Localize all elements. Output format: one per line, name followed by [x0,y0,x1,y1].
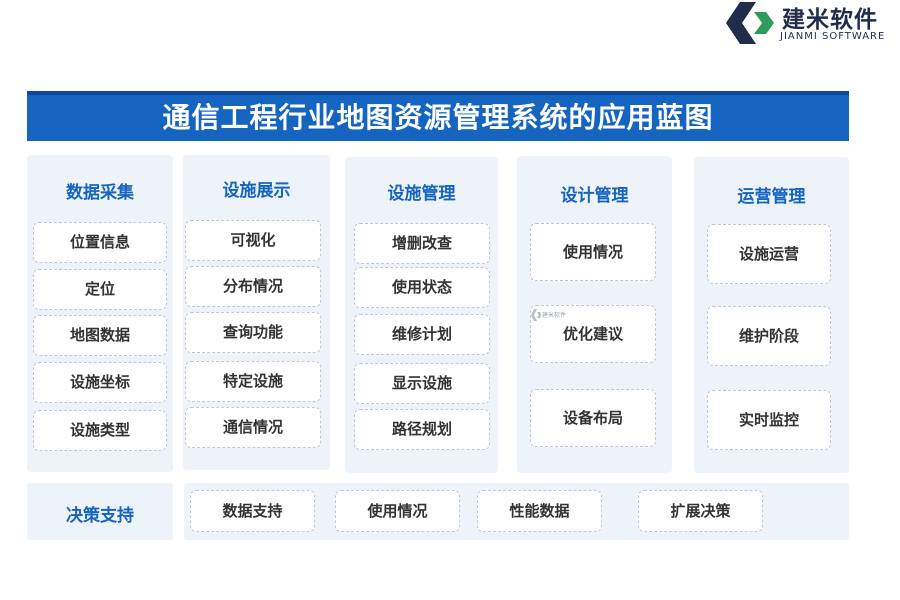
column-facility-management: 设施管理 增删改查 使用状态 维修计划 显示设施 路径规划 [345,157,498,473]
item-facility-coordinates: 设施坐标 [33,362,167,403]
column-title: 设施展示 [222,181,291,201]
decision-item-extended-decision: 扩展决策 [638,490,763,532]
item-display-facility: 显示设施 [354,363,490,404]
brand-name-cn: 建米软件 [782,7,878,33]
item-realtime-monitoring: 实时监控 [707,390,831,450]
item-query-function: 查询功能 [185,312,321,353]
item-location-info: 位置信息 [33,222,167,263]
watermark-logo-icon [531,309,541,321]
item-usage-status: 使用状态 [354,267,490,308]
item-map-data: 地图数据 [33,315,167,356]
item-specific-facility: 特定设施 [185,361,321,402]
brand-logo: 建米软件 JIANMI SOFTWARE [722,0,900,48]
column-title: 设施管理 [387,184,456,204]
jianmi-logo-icon [726,2,774,44]
item-maintenance-stage: 维护阶段 [707,306,831,366]
column-title: 设计管理 [560,186,629,206]
decision-item-data-support: 数据支持 [190,490,315,532]
decision-item-usage: 使用情况 [335,490,460,532]
column-title: 运营管理 [737,187,806,207]
item-facility-type: 设施类型 [33,410,167,451]
column-design-management: 设计管理 使用情况 优化建议 设备布局 [517,156,672,473]
watermark-text: 建米软件 [542,312,567,319]
item-crud: 增删改查 [354,223,490,264]
decision-support-label: 决策支持 [66,506,134,526]
item-visualization: 可视化 [185,220,321,261]
decision-support-row: 数据支持 使用情况 性能数据 扩展决策 [184,483,849,540]
item-equipment-layout: 设备布局 [530,389,656,447]
item-maintenance-plan: 维修计划 [354,314,490,355]
page-title: 通信工程行业地图资源管理系统的应用蓝图 [27,91,849,141]
item-usage: 使用情况 [530,223,656,281]
item-communication-status: 通信情况 [185,407,321,448]
column-facility-display: 设施展示 可视化 分布情况 查询功能 特定设施 通信情况 [183,155,330,470]
column-data-collection: 数据采集 位置信息 定位 地图数据 设施坐标 设施类型 [27,155,173,472]
brand-name-en: JIANMI SOFTWARE [780,31,886,42]
watermark: 建米软件 [531,307,567,325]
column-title: 数据采集 [66,183,134,203]
column-operations-management: 运营管理 设施运营 维护阶段 实时监控 [694,157,849,473]
item-positioning: 定位 [33,269,167,310]
item-distribution: 分布情况 [185,266,321,307]
item-optimization-advice: 优化建议 [530,305,656,363]
decision-support-label-box: 决策支持 [27,483,173,540]
item-route-planning: 路径规划 [354,409,490,450]
decision-item-performance-data: 性能数据 [477,490,602,532]
item-facility-operation: 设施运营 [707,224,831,284]
